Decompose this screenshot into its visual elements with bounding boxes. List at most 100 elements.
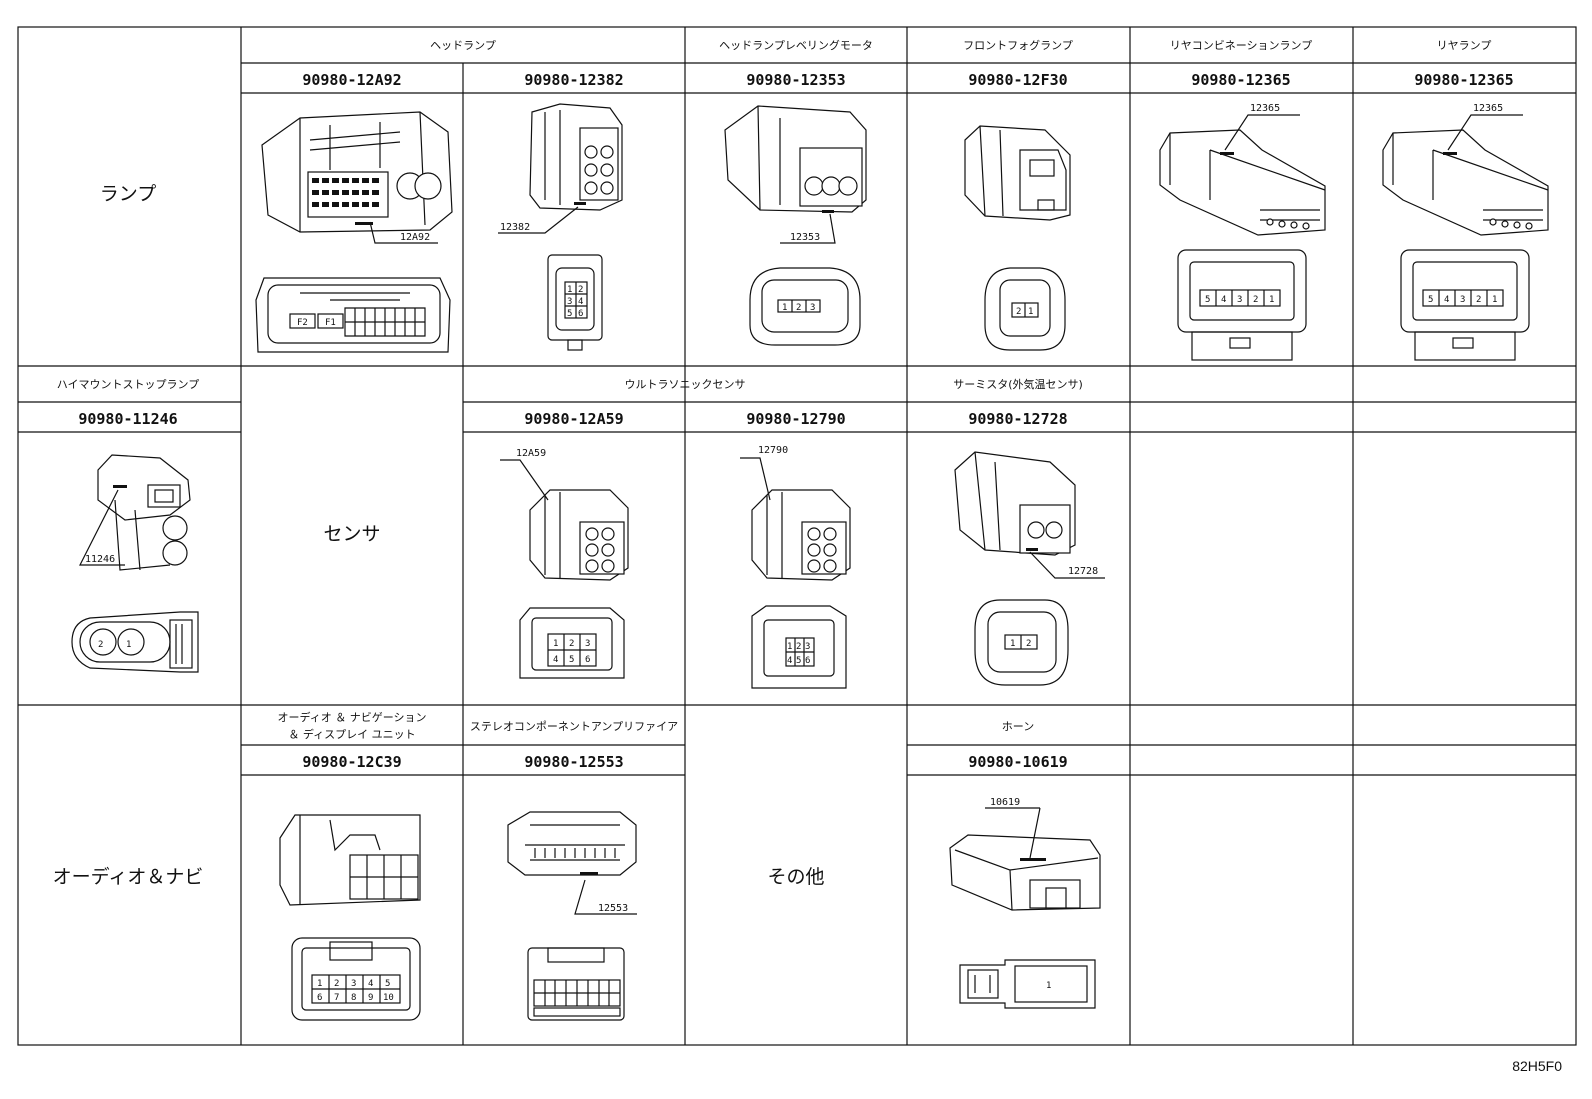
part-number: 90980-11246: [78, 410, 177, 428]
part-tag: 12353: [790, 232, 820, 243]
pin-label: 3: [805, 642, 810, 652]
pin-label: 5: [385, 979, 390, 989]
pin-label: 2: [1016, 307, 1021, 317]
part-number: 90980-12353: [746, 71, 845, 89]
category-sensor: センサ: [323, 523, 380, 545]
pin-label: 1: [787, 642, 792, 652]
header-high-mount-stop-lamp: ハイマウントストップランプ: [57, 378, 199, 391]
header-headlamp: ヘッドランプ: [430, 39, 496, 52]
pin-label: 1: [782, 303, 787, 313]
pin-label: 4: [553, 655, 558, 665]
part-number: 90980-12382: [524, 71, 623, 89]
header-audio-navi-display-line1: オーディオ ＆ ナビゲーション: [277, 710, 426, 724]
part-tag: 12382: [500, 222, 530, 233]
pin-label: 3: [567, 297, 572, 307]
pin-label: 2: [334, 979, 339, 989]
part-tag: 12A92: [400, 232, 430, 243]
connector-12728-illustration: 12728 1 2: [954, 451, 1105, 686]
pin-label: 3: [1237, 295, 1242, 305]
part-number: 90980-12553: [524, 753, 623, 771]
pin-label: 5: [567, 309, 572, 319]
pin-label: 1: [1492, 295, 1497, 305]
part-number: 90980-12A92: [302, 71, 401, 89]
pin-label: F1: [325, 318, 336, 328]
category-audio-navi: オーディオ＆ナビ: [53, 866, 204, 888]
part-tag: 12365: [1473, 103, 1503, 114]
pin-label: 4: [578, 297, 583, 307]
pin-label: 2: [796, 642, 801, 652]
part-number: 90980-12365: [1414, 71, 1513, 89]
pin-label: 6: [578, 309, 583, 319]
pin-label: 1: [317, 979, 322, 989]
pin-label: 2: [578, 285, 583, 295]
part-number: 90980-12A59: [524, 410, 623, 428]
category-lamp: ランプ: [100, 183, 156, 205]
pin-label: 7: [334, 993, 339, 1003]
header-stereo-amplifier: ステレオコンポーネントアンプリファイア: [470, 720, 678, 733]
pin-label: 8: [351, 993, 356, 1003]
pin-label: 5: [796, 656, 801, 666]
connector-12a92-illustration: 12A92 F2 F1: [255, 111, 453, 353]
figure-reference: 82H5F0: [1512, 1058, 1562, 1074]
header-ultrasonic-sensor: ウルトラソニックセンサ: [625, 378, 746, 391]
pin-label: 1: [1269, 295, 1274, 305]
pin-label: 4: [368, 979, 373, 989]
category-other: その他: [767, 866, 824, 888]
connector-12790-illustration: 12790 1 2 3 4 5 6: [740, 445, 851, 689]
connector-12c39-illustration: 1 2 3 4 5 6 7 8 9 10: [279, 814, 421, 1021]
pin-label: 5: [1428, 295, 1433, 305]
part-number: 90980-12365: [1191, 71, 1290, 89]
part-number: 90980-12F30: [968, 71, 1067, 89]
pin-label: F2: [297, 318, 308, 328]
part-number: 90980-12728: [968, 410, 1067, 428]
pin-label: 1: [1028, 307, 1033, 317]
pin-label: 5: [569, 655, 574, 665]
header-rear-lamp: リヤランプ: [1437, 39, 1492, 52]
pin-label: 10: [383, 993, 394, 1003]
part-number: 90980-12790: [746, 410, 845, 428]
connector-12a59-illustration: 12A59 1 2 3 4 5 6: [500, 448, 629, 679]
part-tag: 12365: [1250, 103, 1280, 114]
pin-label: 9: [368, 993, 373, 1003]
header-thermistor: サーミスタ(外気温センサ): [953, 377, 1083, 391]
pin-label: 3: [1460, 295, 1465, 305]
pin-label: 2: [1476, 295, 1481, 305]
pin-label: 1: [553, 639, 558, 649]
header-horn: ホーン: [1002, 720, 1034, 733]
pin-label: 3: [585, 639, 590, 649]
pin-label: 4: [1221, 295, 1226, 305]
pin-label: 5: [1205, 295, 1210, 305]
header-headlamp-leveling-motor: ヘッドランプレベリングモータ: [719, 38, 873, 52]
pin-label: 2: [796, 303, 801, 313]
pin-label: 1: [1046, 981, 1051, 991]
part-number: 90980-10619: [968, 753, 1067, 771]
connector-12353-illustration: 12353 1 2 3: [724, 105, 867, 346]
pin-label: 1: [126, 640, 131, 650]
part-number: 90980-12C39: [302, 753, 401, 771]
pin-label: 2: [1026, 639, 1031, 649]
pin-label: 1: [1010, 639, 1015, 649]
part-tag: 10619: [990, 797, 1020, 808]
pin-label: 6: [805, 656, 810, 666]
part-tag: 12790: [758, 445, 788, 456]
header-audio-navi-display-line2: ＆ ディスプレイ ユニット: [288, 727, 415, 741]
connector-12553-illustration: 12553: [507, 811, 637, 1021]
part-tag: 11246: [85, 554, 115, 565]
connector-12365-illustration: 12365 5 4 3 2 1: [1159, 103, 1326, 361]
pin-label: 3: [810, 303, 815, 313]
pin-label: 6: [585, 655, 590, 665]
pin-label: 6: [317, 993, 322, 1003]
pin-label: 1: [567, 285, 572, 295]
header-front-fog-lamp: フロントフォグランプ: [963, 38, 1073, 52]
pin-label: 2: [1253, 295, 1258, 305]
connector-12382-illustration: 12382 1 2 3 4 5 6: [498, 103, 623, 351]
connector-12365-rear-illustration: 12365 5 4 3 2 1: [1382, 103, 1549, 361]
pin-label: 2: [569, 639, 574, 649]
connector-10619-illustration: 10619 1: [949, 797, 1101, 1009]
pin-label: 4: [787, 656, 792, 666]
part-tag: 12A59: [516, 448, 546, 459]
part-tag: 12553: [598, 903, 628, 914]
pin-label: 4: [1444, 295, 1449, 305]
pin-label: 3: [351, 979, 356, 989]
